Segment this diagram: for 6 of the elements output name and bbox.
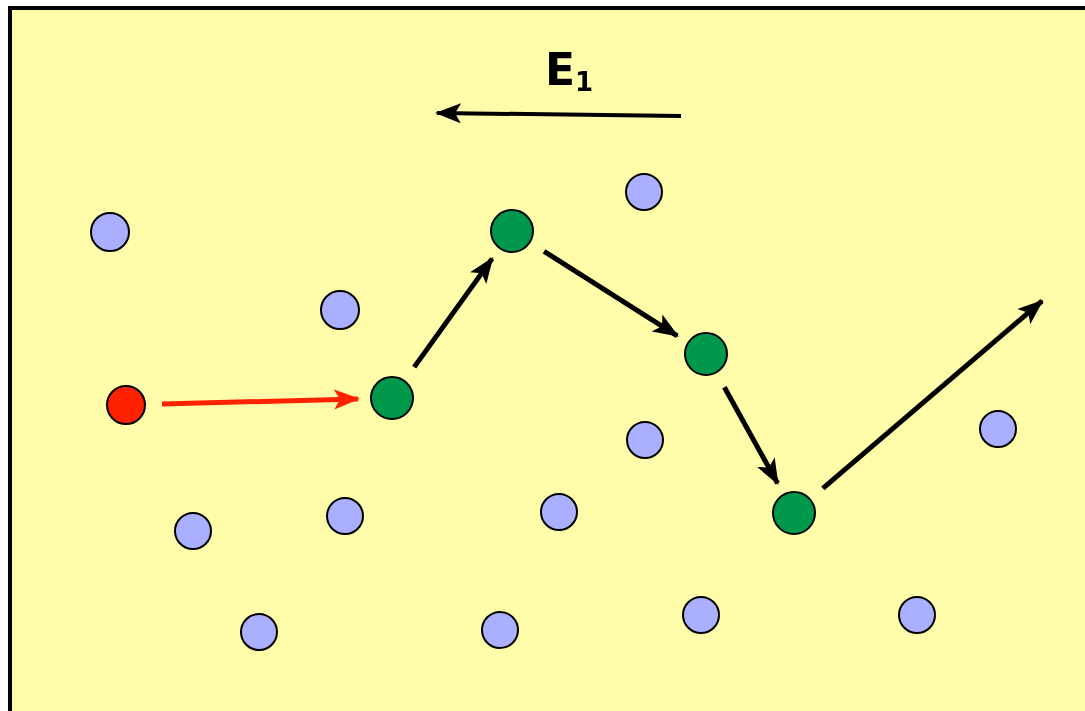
arrow [722, 386, 780, 485]
arrow [821, 299, 1044, 491]
arrow [412, 257, 495, 369]
arrow [542, 249, 679, 338]
arrow [161, 389, 360, 410]
field-label: E$_{1}$ [545, 48, 594, 95]
